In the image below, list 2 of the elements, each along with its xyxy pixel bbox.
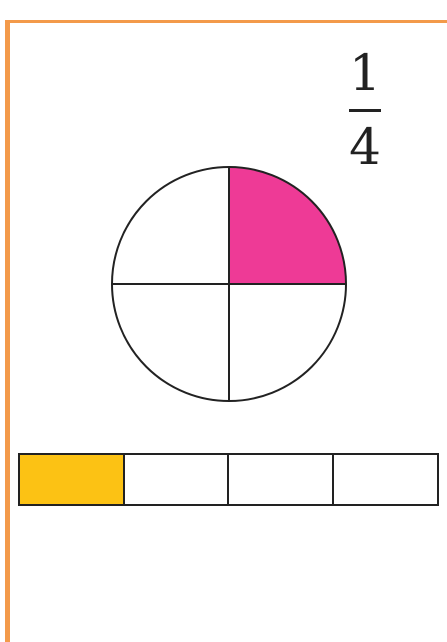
- denominator: 4: [348, 122, 382, 172]
- numerator: 1: [348, 48, 382, 98]
